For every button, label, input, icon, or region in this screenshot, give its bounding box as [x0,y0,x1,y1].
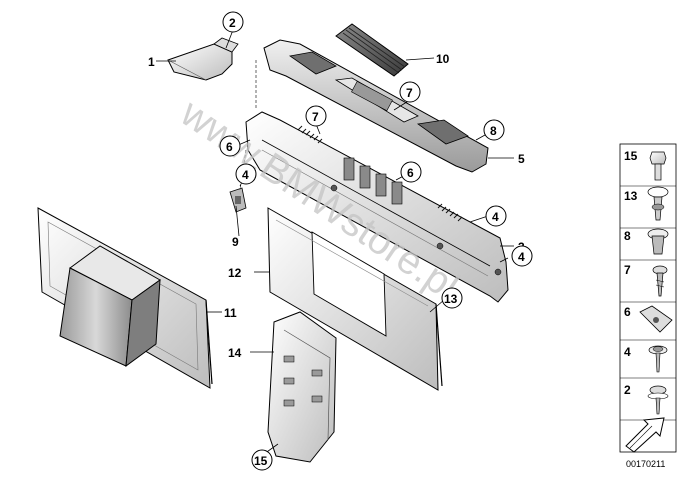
callout-4-clip: 4 [242,168,249,182]
callout-2: 2 [229,16,236,30]
legend-13: 13 [624,189,638,203]
clip-nut-icon [639,305,673,333]
expansion-rivet-icon [647,186,669,221]
direction-arrow-icon [625,417,665,453]
legend-15: 15 [624,149,638,163]
callout-6-center: 6 [407,166,414,180]
washer-screw-icon [648,345,668,373]
part-10-ribbed-pad [335,23,409,77]
callout-15: 15 [254,454,268,468]
callout-9: 9 [232,235,239,249]
part-14-lower-bracket [267,311,337,463]
bolt-icon [649,151,667,181]
legend-8: 8 [624,229,631,243]
callout-11: 11 [224,306,237,320]
part-1-bracket [167,37,239,81]
callout-leader-lines [156,29,514,455]
part-12-center-panel [267,207,443,391]
push-clip-icon [647,228,669,255]
legend-4: 4 [624,345,631,359]
callout-4-right-lower: 4 [518,250,525,264]
part-5-upper-trim [263,39,489,173]
legend-2: 2 [624,383,631,397]
callout-7-upper: 7 [406,86,413,100]
callout-5: 5 [518,152,525,166]
callout-8: 8 [490,124,497,138]
callout-4-right-upper: 4 [492,210,499,224]
callout-14: 14 [228,346,242,360]
callout-13: 13 [444,292,458,306]
callout-12: 12 [228,266,242,280]
callout-1: 1 [148,55,155,69]
part-11-side-panel [37,207,213,389]
diagram-number: 00170211 [626,459,665,469]
callout-10: 10 [436,52,450,66]
part-9-clip [229,187,247,213]
legend-7: 7 [624,263,631,277]
legend-6: 6 [624,305,631,319]
fastener-legend: 15 13 8 7 6 4 [619,143,677,453]
callout-7-lower: 7 [312,110,319,124]
callouts: 1 2 10 7 7 8 5 6 6 4 4 3 4 9 12 11 13 14… [148,11,533,471]
screw-icon [652,265,668,297]
collar-screw-icon [647,385,669,415]
callout-6-left: 6 [226,140,233,154]
part-3-main-panel [245,111,509,303]
